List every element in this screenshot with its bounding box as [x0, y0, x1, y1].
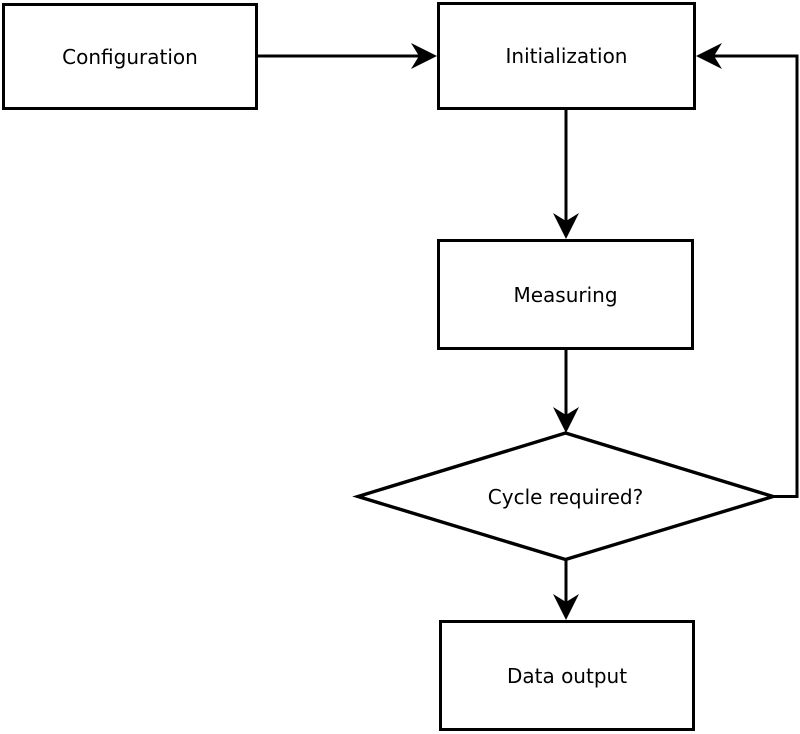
node-measuring: Measuring	[437, 239, 694, 350]
decision-diamond-shape	[352, 431, 779, 562]
node-data-output: Data output	[439, 620, 695, 731]
node-initialization-label: Initialization	[505, 44, 628, 68]
node-configuration: Configuration	[2, 3, 258, 110]
node-configuration-label: Configuration	[62, 44, 198, 69]
node-cycle-required-label: Cycle required?	[487, 484, 644, 509]
node-measuring-label: Measuring	[513, 282, 618, 307]
node-data-output-label: Data output	[506, 663, 628, 688]
node-cycle-required: Cycle required?	[358, 433, 773, 560]
node-initialization: Initialization	[437, 2, 696, 110]
edge-cycle-required-to-initialization-feedback	[696, 43, 799, 498]
